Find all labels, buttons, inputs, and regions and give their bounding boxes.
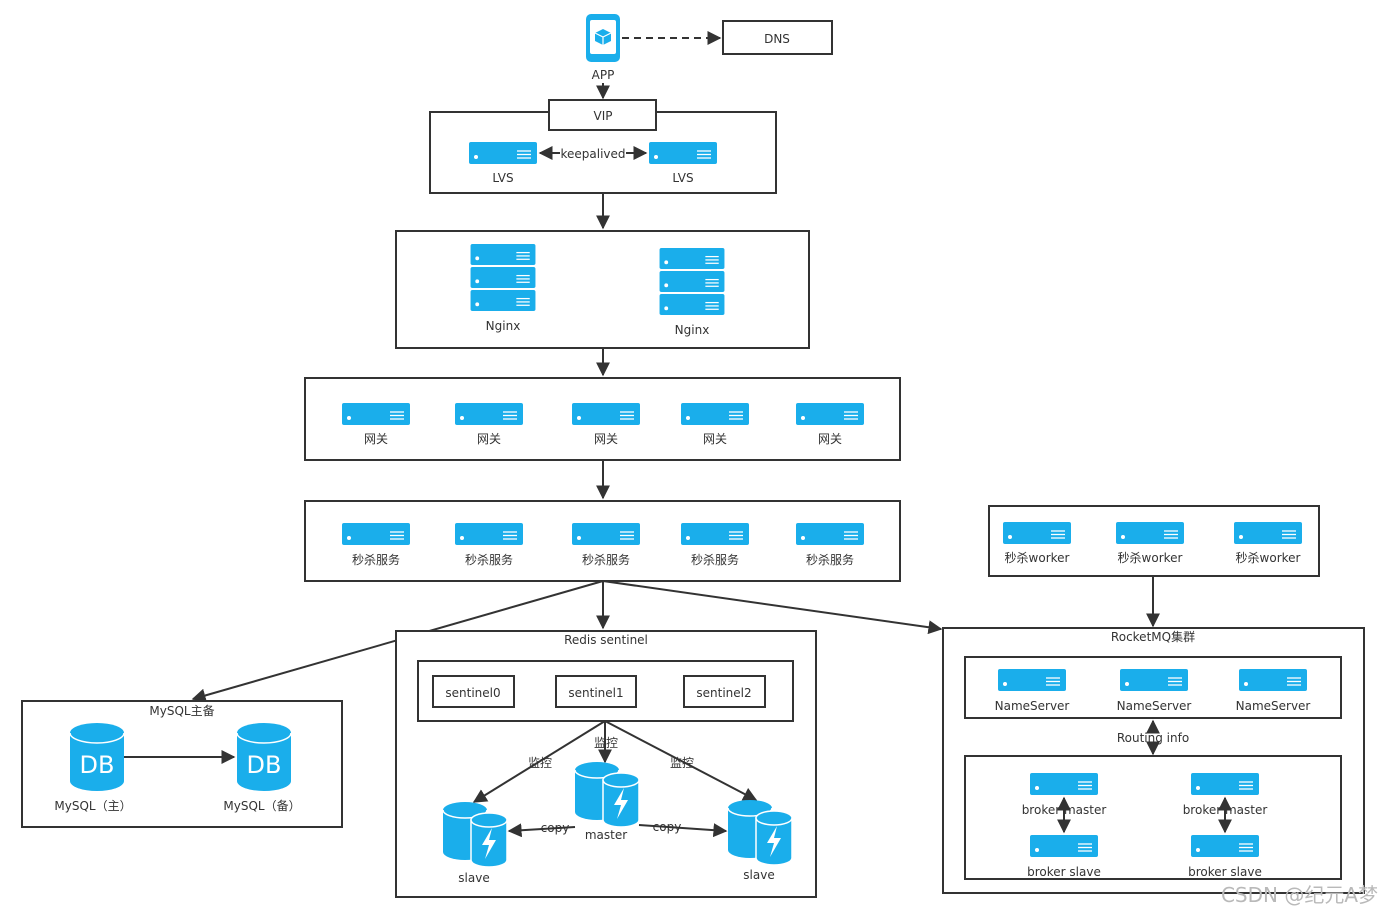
mysql-slave-label: MySQL（备） (223, 799, 300, 813)
seckill-worker-icon (1003, 522, 1071, 544)
sentinel-box (683, 675, 766, 708)
nginx-server-icon (470, 267, 536, 288)
seckill-server-label: 秒杀服务 (806, 552, 854, 567)
seckill-server-icon (681, 523, 749, 545)
vip-label: VIP (594, 109, 613, 123)
monitor-slave-left-arrow (472, 720, 606, 803)
copy-label: copy (541, 821, 570, 835)
nginx-server-icon (659, 271, 725, 292)
dns-box (722, 20, 833, 55)
seckill-worker-icon (1116, 522, 1184, 544)
seckill-server-icon (342, 523, 410, 545)
db-icon-text: DB (247, 751, 282, 779)
seckill-rocketmq-arrow (602, 580, 943, 635)
copy-left-arrow (507, 823, 576, 838)
routing-label: Routing info (1117, 731, 1189, 745)
broker-group-box (964, 755, 1342, 880)
seckill-worker-label: 秒杀worker (1005, 550, 1070, 565)
gateway-server-label: 网关 (594, 432, 618, 446)
nameserver-label: NameServer (1117, 699, 1192, 713)
gateway-server-icon (681, 403, 749, 425)
broker-slave-icon (1030, 835, 1098, 857)
nginx-server-icon (659, 248, 725, 269)
gateway-server-icon (455, 403, 523, 425)
sentinel-box (555, 675, 637, 708)
lvs-label: LVS (492, 171, 513, 185)
redis-master-label: master (585, 828, 627, 842)
seckill-worker-label: 秒杀worker (1118, 550, 1183, 565)
gateway-server-label: 网关 (818, 432, 842, 446)
monitor-slave-right-arrow (604, 720, 758, 801)
redis-slave-label: slave (743, 868, 774, 882)
vip-box (548, 99, 657, 131)
gateway-servers: 网关 网关 网关 网关 网关 (342, 403, 864, 446)
nameserver-icon (998, 669, 1066, 691)
sentinel-label: sentinel2 (696, 686, 751, 700)
seckill-server-label: 秒杀服务 (582, 552, 630, 567)
seckill-worker-label: 秒杀worker (1236, 550, 1301, 565)
mysql-master-label: MySQL（主） (54, 799, 131, 813)
nginx-label: Nginx (486, 319, 521, 333)
broker-slave-icon (1191, 835, 1259, 857)
nameserver-icon (1120, 669, 1188, 691)
copy-label: copy (653, 820, 682, 834)
app-node: APP (586, 14, 620, 82)
lvs-server-icon (649, 142, 717, 164)
gateway-server-label: 网关 (364, 432, 388, 446)
broker-master-icon (1191, 773, 1259, 795)
monitor-label: 监控 (670, 756, 694, 770)
keepalived-label: keepalived (560, 147, 625, 161)
sentinel-label: sentinel0 (445, 686, 500, 700)
db-icon-text: DB (80, 751, 115, 779)
gateway-server-label: 网关 (477, 432, 501, 446)
nameserver-label: NameServer (1236, 699, 1311, 713)
seckill-server-label: 秒杀服务 (691, 552, 739, 567)
mysql-title: MySQL主备 (149, 704, 214, 718)
seckill-server-label: 秒杀服务 (465, 552, 513, 567)
broker-slave-label: broker slave (1027, 865, 1101, 879)
rocketmq-title: RocketMQ集群 (1111, 629, 1195, 644)
seckill-server-icon (572, 523, 640, 545)
app-label: APP (592, 68, 615, 82)
seckill-worker-icon (1234, 522, 1302, 544)
redis-title: Redis sentinel (564, 633, 648, 647)
watermark: CSDN @纪元A梦 (1221, 883, 1378, 907)
nameserver-servers: NameServer NameServer NameServer (995, 669, 1311, 713)
sentinel-label: sentinel1 (568, 686, 623, 700)
gateway-server-icon (572, 403, 640, 425)
seckill-server-icon (796, 523, 864, 545)
gateway-server-icon (342, 403, 410, 425)
gateway-server-icon (796, 403, 864, 425)
nginx-server-icon (659, 294, 725, 315)
nameserver-label: NameServer (995, 699, 1070, 713)
dns-label: DNS (764, 32, 790, 46)
nginx-server-icon (470, 290, 536, 311)
lvs-label: LVS (672, 171, 693, 185)
lvs-server-icon (469, 142, 537, 164)
copy-right-arrow (638, 823, 728, 838)
seckill-server-icon (455, 523, 523, 545)
nginx-group-box (395, 230, 810, 349)
monitor-label: 监控 (594, 736, 618, 750)
worker-servers: 秒杀worker 秒杀worker 秒杀worker (1003, 522, 1302, 565)
nginx-label: Nginx (675, 323, 710, 337)
redis-slave-label: slave (458, 871, 489, 885)
seckill-server-label: 秒杀服务 (352, 552, 400, 567)
broker-slave-label: broker slave (1188, 865, 1262, 879)
seckill-servers: 秒杀服务 秒杀服务 秒杀服务 秒杀服务 秒杀服务 (342, 523, 864, 567)
nginx-server-icon (470, 244, 536, 265)
nameserver-icon (1239, 669, 1307, 691)
sentinel-box (432, 675, 515, 708)
monitor-label: 监控 (528, 756, 552, 770)
broker-master-icon (1030, 773, 1098, 795)
gateway-server-label: 网关 (703, 432, 727, 446)
